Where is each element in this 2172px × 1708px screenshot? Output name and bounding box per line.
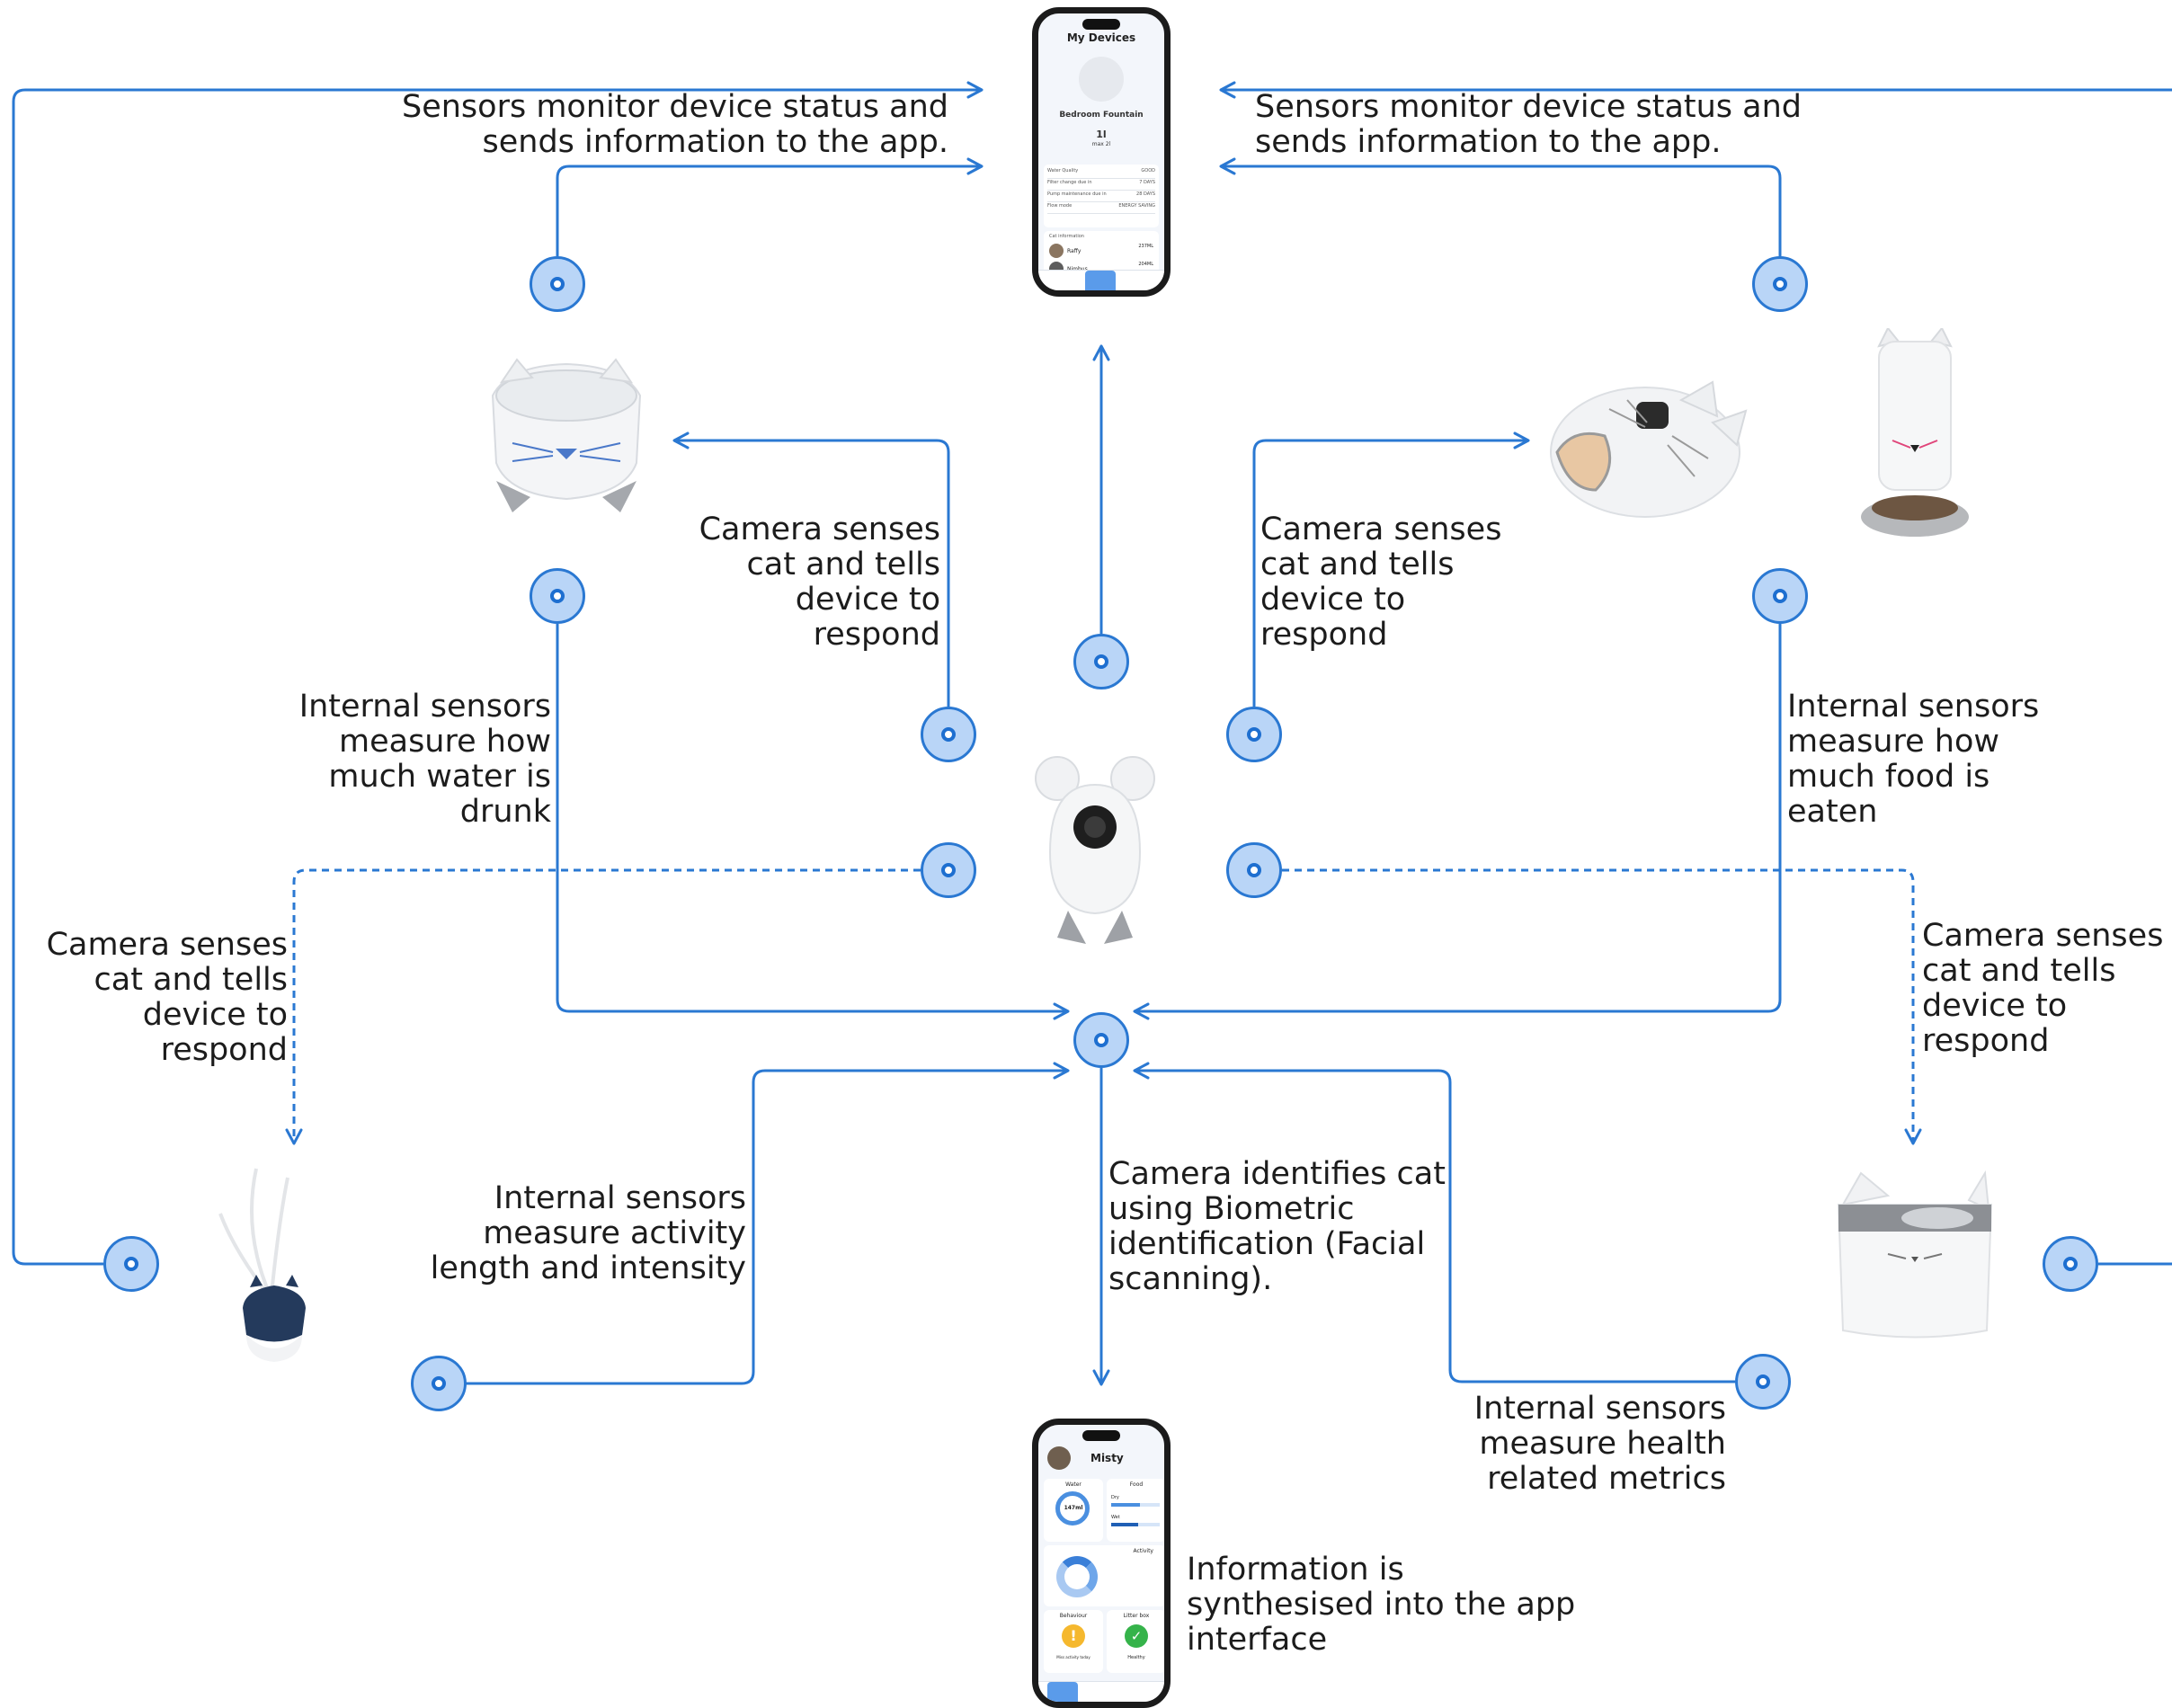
status-card bbox=[1044, 165, 1159, 227]
node-camera-fountain bbox=[921, 707, 976, 762]
behaviour-tile: Behaviour ! Miss activity today bbox=[1044, 1610, 1103, 1673]
top-phone-device-name: Bedroom Fountain bbox=[1059, 111, 1144, 120]
cat-avatar bbox=[1047, 1446, 1071, 1470]
node-toy-status bbox=[103, 1236, 159, 1292]
food-feeder-image bbox=[1550, 380, 1748, 518]
water-title: Water bbox=[1065, 1481, 1082, 1488]
label-internal-activity: Internal sensors measure activity length… bbox=[430, 1180, 746, 1286]
litter-tile: Litter box ✓ Healthy bbox=[1107, 1610, 1164, 1673]
wire-litter-to-hub bbox=[1133, 1062, 1735, 1383]
node-camera-feeder bbox=[1226, 707, 1282, 762]
litter-status: Healthy bbox=[1127, 1655, 1145, 1660]
food-dry-bar bbox=[1111, 1503, 1160, 1507]
bottom-phone-cat-dashboard: Misty Water 147ml Food Dry Wet Activity … bbox=[1032, 1419, 1171, 1708]
label-camera-toy: Camera senses cat and tells device to re… bbox=[46, 927, 288, 1068]
wire-toy-to-hub bbox=[466, 1062, 1070, 1385]
node-litter-status bbox=[2043, 1236, 2098, 1292]
label-camera-feeder: Camera senses cat and tells device to re… bbox=[1260, 512, 1502, 653]
node-camera-litter bbox=[1226, 842, 1282, 898]
node-feeder-internal bbox=[1752, 568, 1808, 624]
feather-toy-image bbox=[218, 1168, 306, 1362]
node-fountain-status bbox=[530, 256, 585, 312]
activity-donut bbox=[1056, 1556, 1098, 1597]
label-sensors-left: Sensors monitor device status and sends … bbox=[401, 89, 948, 160]
cat-value: 237ML bbox=[1138, 244, 1153, 249]
activity-title: Activity bbox=[1133, 1548, 1153, 1554]
label-sensors-right: Sensors monitor device status and sends … bbox=[1255, 89, 1803, 160]
water-ring bbox=[1055, 1491, 1090, 1526]
top-phone-capacity: 1l bbox=[1096, 129, 1107, 140]
cat-header: Cat information bbox=[1049, 234, 1084, 239]
label-camera-identifies: Camera identifies cat using Biometric id… bbox=[1108, 1156, 1446, 1297]
litter-box-image bbox=[1837, 1170, 1993, 1339]
top-phone-title: My Devices bbox=[1066, 31, 1136, 44]
cat-name: Raffy bbox=[1067, 248, 1082, 254]
node-litter-internal bbox=[1735, 1354, 1791, 1410]
check-icon: ✓ bbox=[1125, 1624, 1148, 1648]
cat-avatar bbox=[1049, 244, 1064, 258]
top-phone-capacity-sub: max 2l bbox=[1091, 141, 1111, 147]
top-phone-my-devices: My Devices Bedroom Fountain 1l max 2l Wa… bbox=[1032, 7, 1171, 297]
wire-camera-to-feeder bbox=[1252, 431, 1530, 707]
wire-toy-to-app bbox=[12, 81, 984, 1266]
fountain-thumbnail bbox=[1079, 57, 1124, 102]
node-fountain-internal bbox=[530, 568, 585, 624]
water-value: 147ml bbox=[1064, 1505, 1083, 1511]
wire-camera-to-fountain bbox=[672, 431, 950, 707]
label-synthesised: Information is synthesised into the app … bbox=[1187, 1552, 1576, 1658]
food-tile: Food Dry Wet bbox=[1107, 1479, 1164, 1542]
node-hub bbox=[1073, 1012, 1129, 1068]
label-camera-litter: Camera senses cat and tells device to re… bbox=[1922, 918, 2164, 1059]
cat-value: 204ML bbox=[1138, 262, 1153, 267]
node-feeder-status bbox=[1752, 256, 1808, 312]
label-internal-water: Internal sensors measure how much water … bbox=[298, 689, 551, 830]
phone-notch bbox=[1082, 19, 1120, 30]
tab-active bbox=[1047, 1682, 1078, 1702]
tab-bar bbox=[1038, 270, 1164, 290]
label-internal-health: Internal sensors measure health related … bbox=[1473, 1391, 1726, 1497]
node-camera-toy bbox=[921, 842, 976, 898]
wire-camera-to-toy bbox=[285, 868, 921, 1145]
warning-icon: ! bbox=[1062, 1624, 1085, 1648]
tall-feeder-image bbox=[1861, 328, 1969, 537]
wire-fountain-to-hub bbox=[556, 624, 1070, 1020]
pixi-camera-image bbox=[1035, 756, 1155, 944]
behaviour-status: Miss activity today bbox=[1056, 1655, 1090, 1659]
label-internal-food: Internal sensors measure how much food i… bbox=[1787, 689, 2040, 830]
cat-name: Nimbus bbox=[1067, 266, 1088, 272]
food-title: Food bbox=[1129, 1481, 1144, 1488]
water-fountain-image bbox=[491, 358, 642, 512]
litter-title: Litter box bbox=[1123, 1613, 1150, 1619]
water-tile: Water 147ml bbox=[1044, 1479, 1103, 1542]
food-dry-label: Dry bbox=[1111, 1495, 1119, 1500]
cat-name: Misty bbox=[1090, 1452, 1124, 1464]
phone-notch bbox=[1082, 1430, 1120, 1441]
label-camera-fountain: Camera senses cat and tells device to re… bbox=[699, 512, 940, 653]
tab-active bbox=[1085, 271, 1116, 290]
tab-bar bbox=[1038, 1681, 1164, 1702]
wire-camera-to-litter bbox=[1282, 868, 1922, 1145]
food-wet-bar bbox=[1111, 1523, 1160, 1526]
wire-feeder-to-app bbox=[1219, 157, 1782, 256]
food-wet-label: Wet bbox=[1111, 1515, 1120, 1520]
node-camera-app bbox=[1073, 634, 1129, 689]
behaviour-title: Behaviour bbox=[1059, 1613, 1088, 1619]
wire-feeder-to-hub bbox=[1133, 624, 1782, 1020]
activity-tile: Activity bbox=[1044, 1545, 1164, 1606]
wire-fountain-to-app bbox=[556, 157, 984, 256]
node-toy-internal bbox=[411, 1356, 467, 1411]
